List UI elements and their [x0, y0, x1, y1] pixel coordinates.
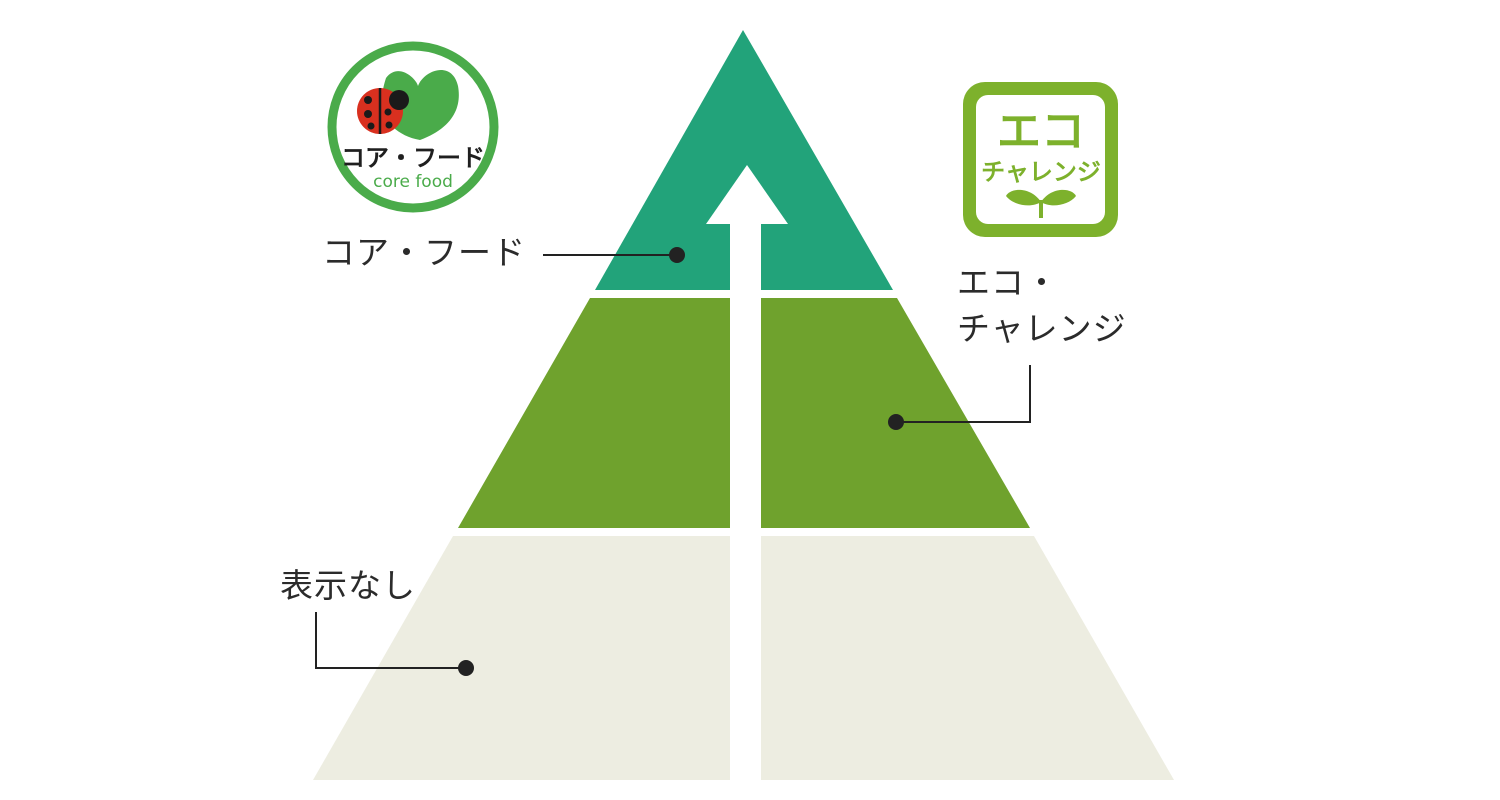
- leader-eco-challenge: [888, 365, 1031, 430]
- label-core-food: コア・フード: [322, 233, 526, 272]
- label-eco-challenge-line1: エコ・: [957, 263, 1059, 302]
- core-food-logo: コア・フード core food: [327, 41, 499, 213]
- upward-arrow: [706, 165, 788, 782]
- leader-no-label: [315, 612, 474, 676]
- label-no-display: 表示なし: [280, 566, 416, 605]
- core-food-logo-title: コア・フード: [341, 144, 485, 172]
- label-eco-challenge-line2: チャレンジ: [957, 309, 1127, 348]
- core-food-logo-subtitle: core food: [373, 172, 453, 192]
- eco-challenge-logo: エコ チャレンジ: [963, 82, 1118, 237]
- leader-core-food: [543, 247, 685, 263]
- tier-top: [595, 30, 893, 290]
- eco-challenge-logo-line1: エコ: [997, 106, 1085, 157]
- eco-challenge-logo-line2: チャレンジ: [981, 158, 1101, 186]
- ladybug-icon: [357, 88, 409, 134]
- sprout-icon: [1006, 189, 1076, 218]
